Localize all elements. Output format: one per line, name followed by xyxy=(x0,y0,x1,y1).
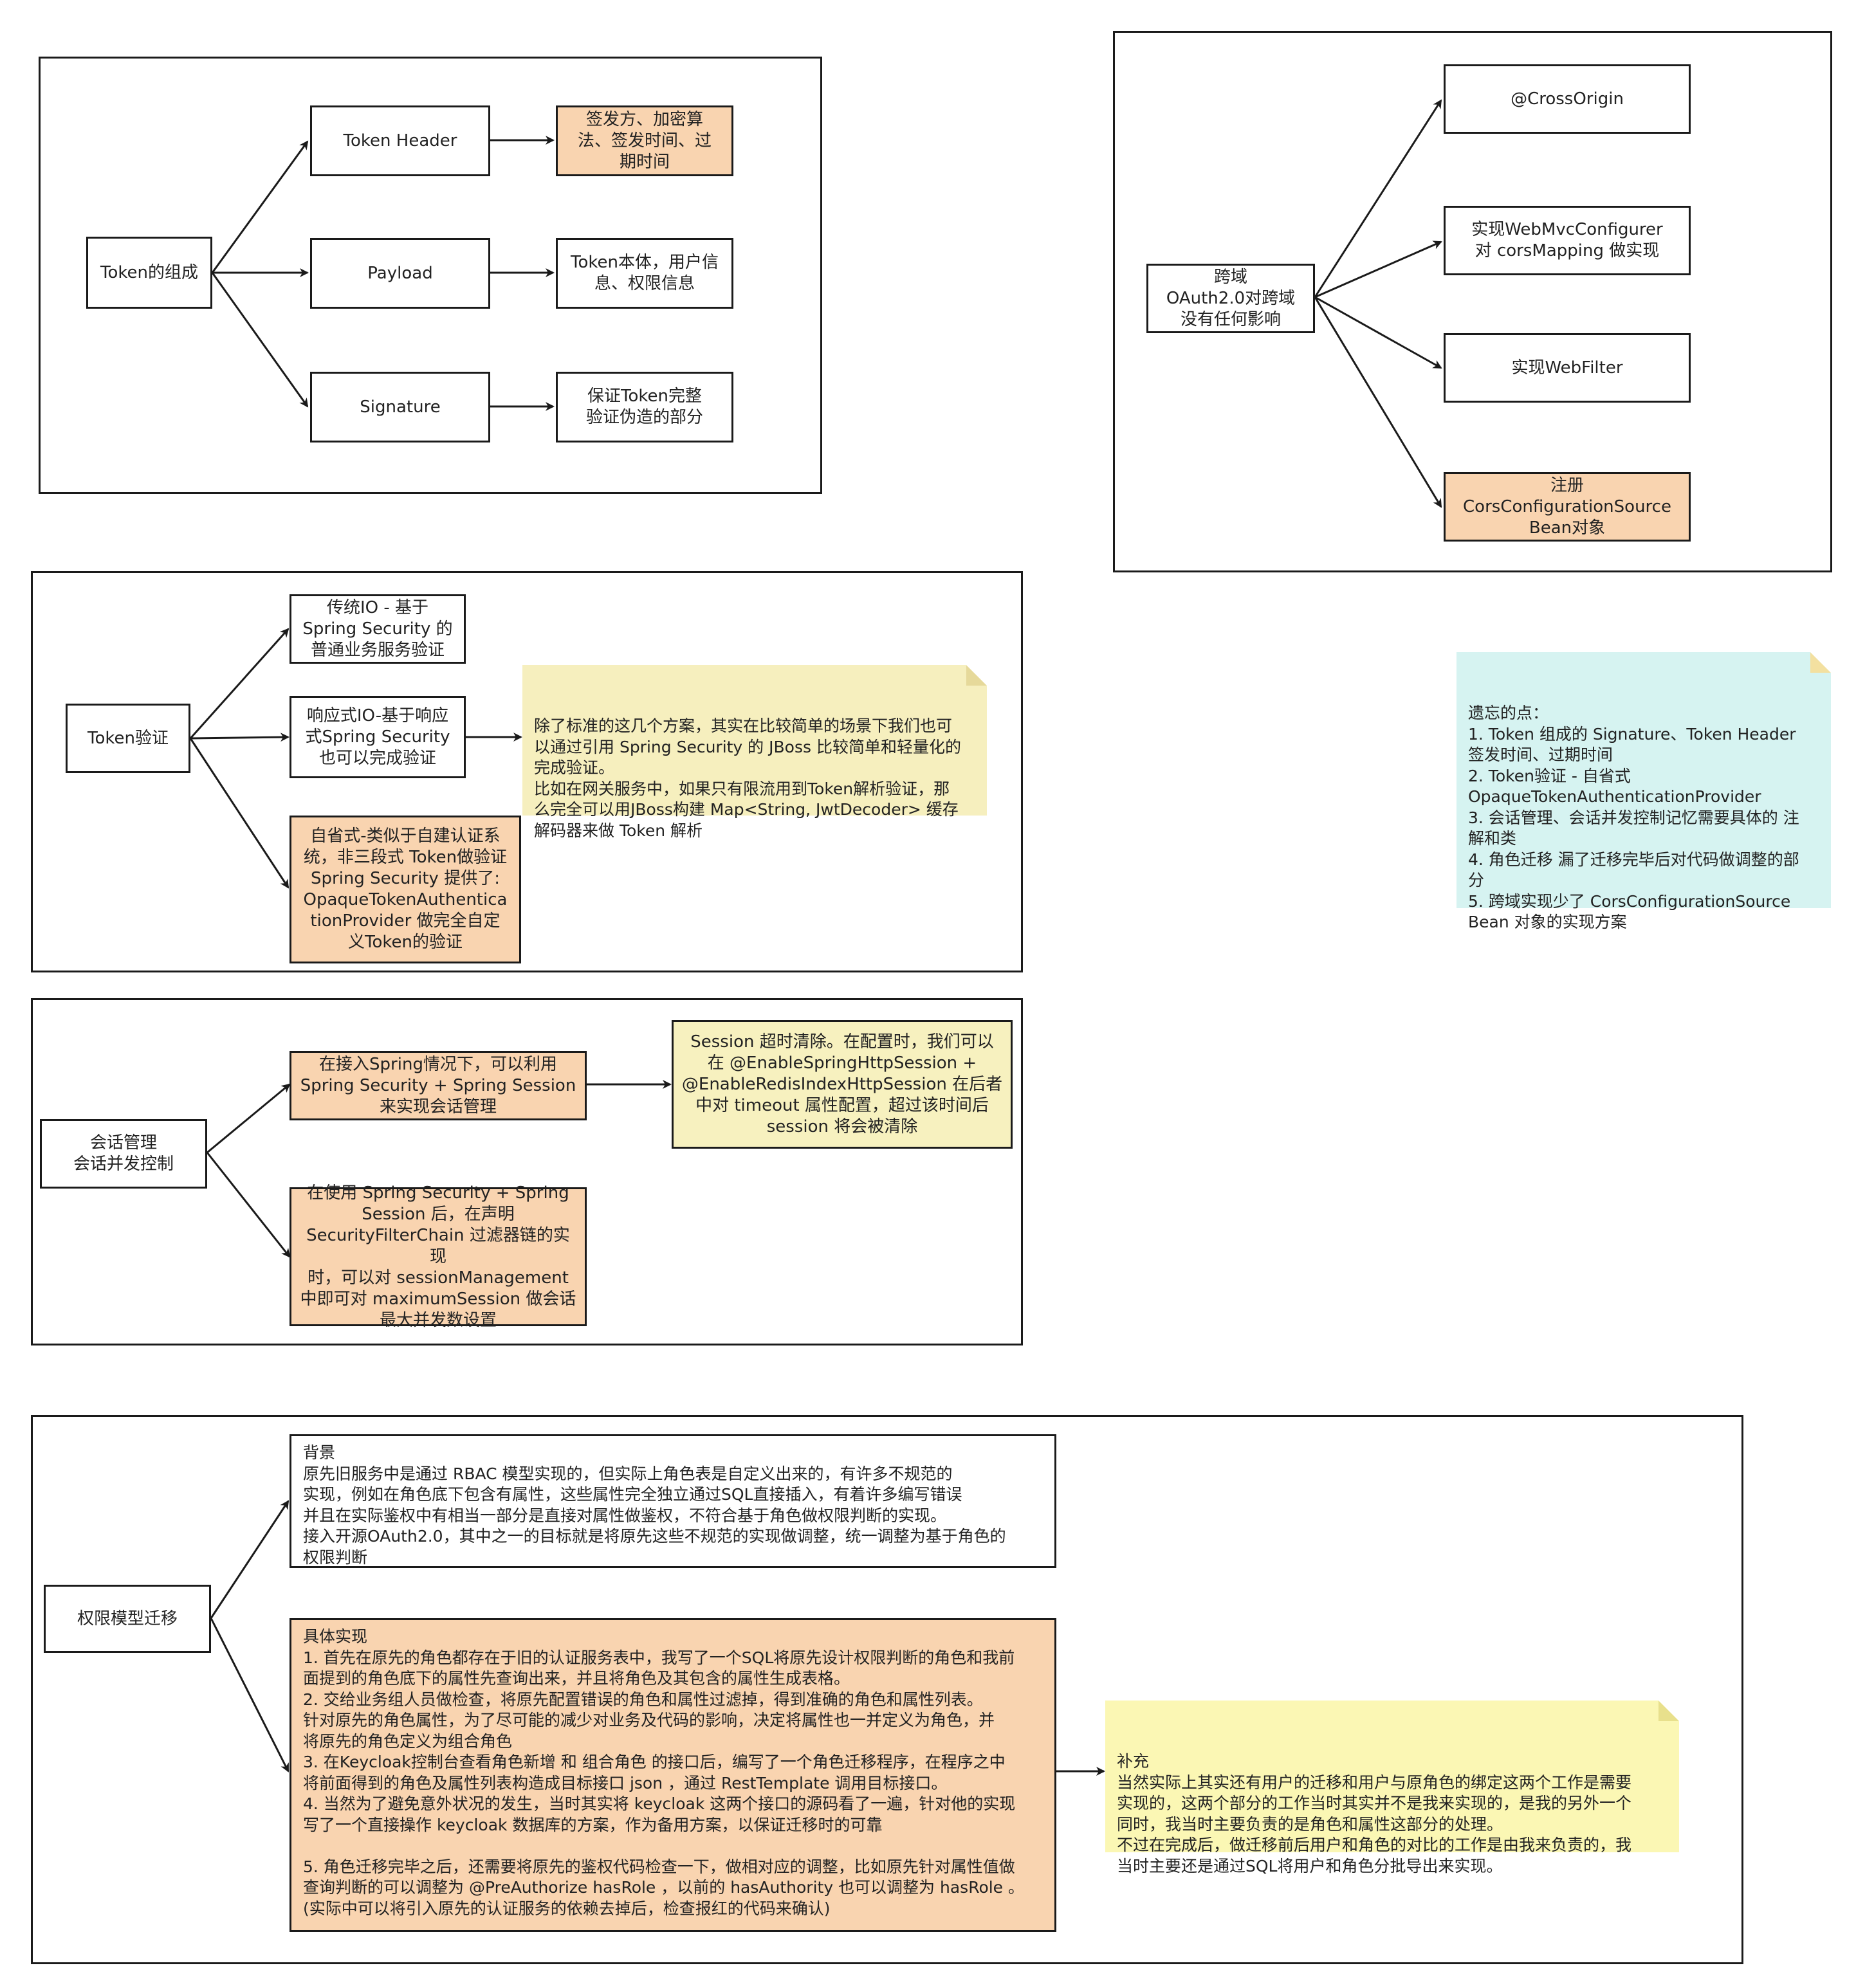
token-verify-note-text: 除了标准的这几个方案，其实在比较简单的场景下我们也可 以通过引用 Spring … xyxy=(534,716,961,840)
permission-root[interactable]: 权限模型迁移 xyxy=(44,1585,211,1653)
edge-cors-to-corsconfig xyxy=(1314,296,1442,508)
edge-cors-to-crossorigin xyxy=(1314,99,1442,298)
session-maximum-session[interactable]: 在使用 Spring Security + Spring Session 后，在… xyxy=(289,1183,587,1330)
cors-configuration-source[interactable]: 注册 CorsConfigurationSource Bean对象 xyxy=(1444,472,1691,542)
edge-session-to-opt2 xyxy=(206,1152,291,1258)
cors-webmvcconfigurer[interactable]: 实现WebMvcConfigurer 对 corsMapping 做实现 xyxy=(1444,206,1691,275)
note-fold-icon xyxy=(1658,1701,1679,1721)
forgotten-points-text: 遗忘的点： 1. Token 组成的 Signature、Token Heade… xyxy=(1468,704,1799,931)
token-verify-traditional[interactable]: 传统IO - 基于 Spring Security 的 普通业务服务验证 xyxy=(289,594,466,664)
frame-token-composition xyxy=(39,57,822,494)
payload-node[interactable]: Payload xyxy=(310,238,490,309)
token-verify-note[interactable]: 除了标准的这几个方案，其实在比较简单的场景下我们也可 以通过引用 Spring … xyxy=(522,665,987,840)
token-header-desc[interactable]: 签发方、加密算 法、签发时间、过 期时间 xyxy=(556,105,733,176)
note-fold-icon xyxy=(966,665,987,686)
note-fold-icon xyxy=(1810,652,1831,673)
payload-desc[interactable]: Token本体，用户信 息、权限信息 xyxy=(556,238,733,309)
edge-verify-to-reactive xyxy=(190,733,289,742)
edge-session-to-opt1 xyxy=(207,1083,291,1154)
frame-cors xyxy=(1113,31,1832,572)
signature-desc[interactable]: 保证Token完整 验证伪造的部分 xyxy=(556,372,733,442)
cors-crossorigin[interactable]: @CrossOrigin xyxy=(1444,64,1691,134)
token-header-node[interactable]: Token Header xyxy=(310,105,490,176)
session-root[interactable]: 会话管理 会话并发控制 xyxy=(40,1119,207,1189)
edge-verify-to-introspect xyxy=(189,738,289,889)
permission-supplement-note[interactable]: 补充 当然实际上其实还有用户的迁移和用户与原角色的绑定这两个工作是需要 实现的，… xyxy=(1105,1701,1679,1875)
token-composition-root[interactable]: Token的组成 xyxy=(86,237,212,309)
edge-permission-to-implementation xyxy=(210,1618,289,1773)
token-verify-introspect[interactable]: 自省式-类似于自建认证系 统，非三段式 Token做验证 Spring Secu… xyxy=(289,816,521,963)
frame-permission xyxy=(31,1415,1743,1964)
forgotten-points-note[interactable]: 遗忘的点： 1. Token 组成的 Signature、Token Heade… xyxy=(1456,652,1831,931)
signature-node[interactable]: Signature xyxy=(310,372,490,442)
frame-token-verify xyxy=(31,571,1023,972)
permission-implementation[interactable]: 具体实现 1. 首先在原先的角色都存在于旧的认证服务表中，我写了一个SQL将原先… xyxy=(289,1618,1056,1932)
frame-session xyxy=(31,998,1023,1345)
session-spring-session[interactable]: 在接入Spring情况下，可以利用 Spring Security + Spri… xyxy=(289,1051,587,1120)
edge-cors-to-webfilter xyxy=(1314,296,1442,369)
permission-supplement-text: 补充 当然实际上其实还有用户的迁移和用户与原角色的绑定这两个工作是需要 实现的，… xyxy=(1117,1752,1632,1875)
edge-cors-to-webmvc xyxy=(1314,241,1442,298)
permission-background[interactable]: 背景 原先旧服务中是通过 RBAC 模型实现的，但实际上角色表是自定义出来的，有… xyxy=(289,1434,1056,1568)
edge-token-to-signature xyxy=(211,272,309,408)
edge-verify-to-traditional xyxy=(189,628,289,739)
cors-webfilter[interactable]: 实现WebFilter xyxy=(1444,333,1691,403)
cors-root[interactable]: 跨域 OAuth2.0对跨域 没有任何影响 xyxy=(1146,264,1315,333)
edge-token-to-header xyxy=(211,140,309,273)
token-verify-root[interactable]: Token验证 xyxy=(66,704,190,773)
token-verify-reactive[interactable]: 响应式IO-基于响应 式Spring Security 也可以完成验证 xyxy=(289,696,466,778)
edge-permission-to-background xyxy=(210,1500,289,1619)
session-timeout-note[interactable]: Session 超时清除。在配置时，我们可以 在 @EnableSpringHt… xyxy=(672,1020,1013,1149)
